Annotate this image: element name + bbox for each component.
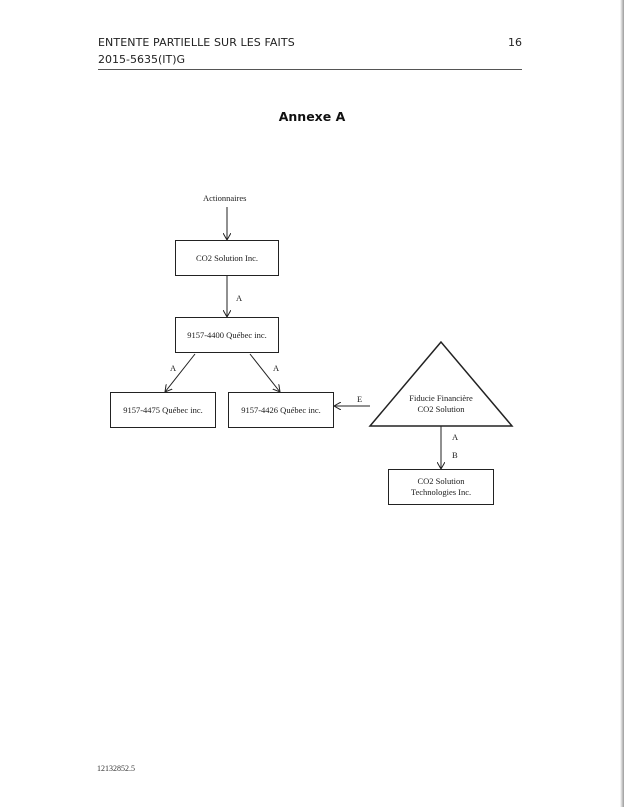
node-9157-4400: 9157-4400 Québec inc. <box>175 317 279 353</box>
edge-label-4400-4426: A <box>273 363 280 373</box>
node-9157-4426: 9157-4426 Québec inc. <box>228 392 334 428</box>
arrow-4400-to-4426 <box>249 353 280 392</box>
node-co2-solution-label: CO2 Solution Inc. <box>195 252 259 263</box>
node-co2-solution: CO2 Solution Inc. <box>175 240 279 276</box>
node-fiducie-label: Fiducie Financière CO2 Solution <box>398 393 484 415</box>
node-9157-4475-label: 9157-4475 Québec inc. <box>123 404 203 415</box>
page-number: 16 <box>508 36 522 49</box>
node-fiducie-label-line1: Fiducie Financière <box>409 393 473 403</box>
node-9157-4400-label: 9157-4400 Québec inc. <box>187 329 267 340</box>
page-edge-shadow <box>620 0 624 807</box>
header-file-number: 2015-5635(IT)G <box>98 53 186 66</box>
header-title: ENTENTE PARTIELLE SUR LES FAITS <box>98 36 295 49</box>
edge-label-fiducie-4426: E <box>357 394 363 404</box>
node-fiducie-label-line2: CO2 Solution <box>417 404 465 415</box>
node-9157-4426-label: 9157-4426 Québec inc. <box>241 404 321 415</box>
edge-label-co2-4400: A <box>236 293 243 303</box>
annex-title: Annexe A <box>278 109 346 124</box>
edge-label-fiducie-tech-a: A <box>452 432 459 442</box>
edge-label-4400-4475: A <box>170 363 177 373</box>
fiducie-triangle <box>368 340 514 427</box>
node-co2-solution-technologies: CO2 Solution Technologies Inc. <box>388 469 494 505</box>
arrow-4400-to-4475 <box>165 353 196 392</box>
actionnaires-label: Actionnaires <box>203 193 247 203</box>
node-tech-label-line2: Technologies Inc. <box>410 487 472 497</box>
node-tech-label-line1: CO2 Solution <box>417 476 465 487</box>
footer-doc-id: 12132852.5 <box>97 764 135 773</box>
header-rule <box>98 69 522 70</box>
node-9157-4475: 9157-4475 Québec inc. <box>110 392 216 428</box>
edge-label-fiducie-tech-b: B <box>452 450 458 460</box>
